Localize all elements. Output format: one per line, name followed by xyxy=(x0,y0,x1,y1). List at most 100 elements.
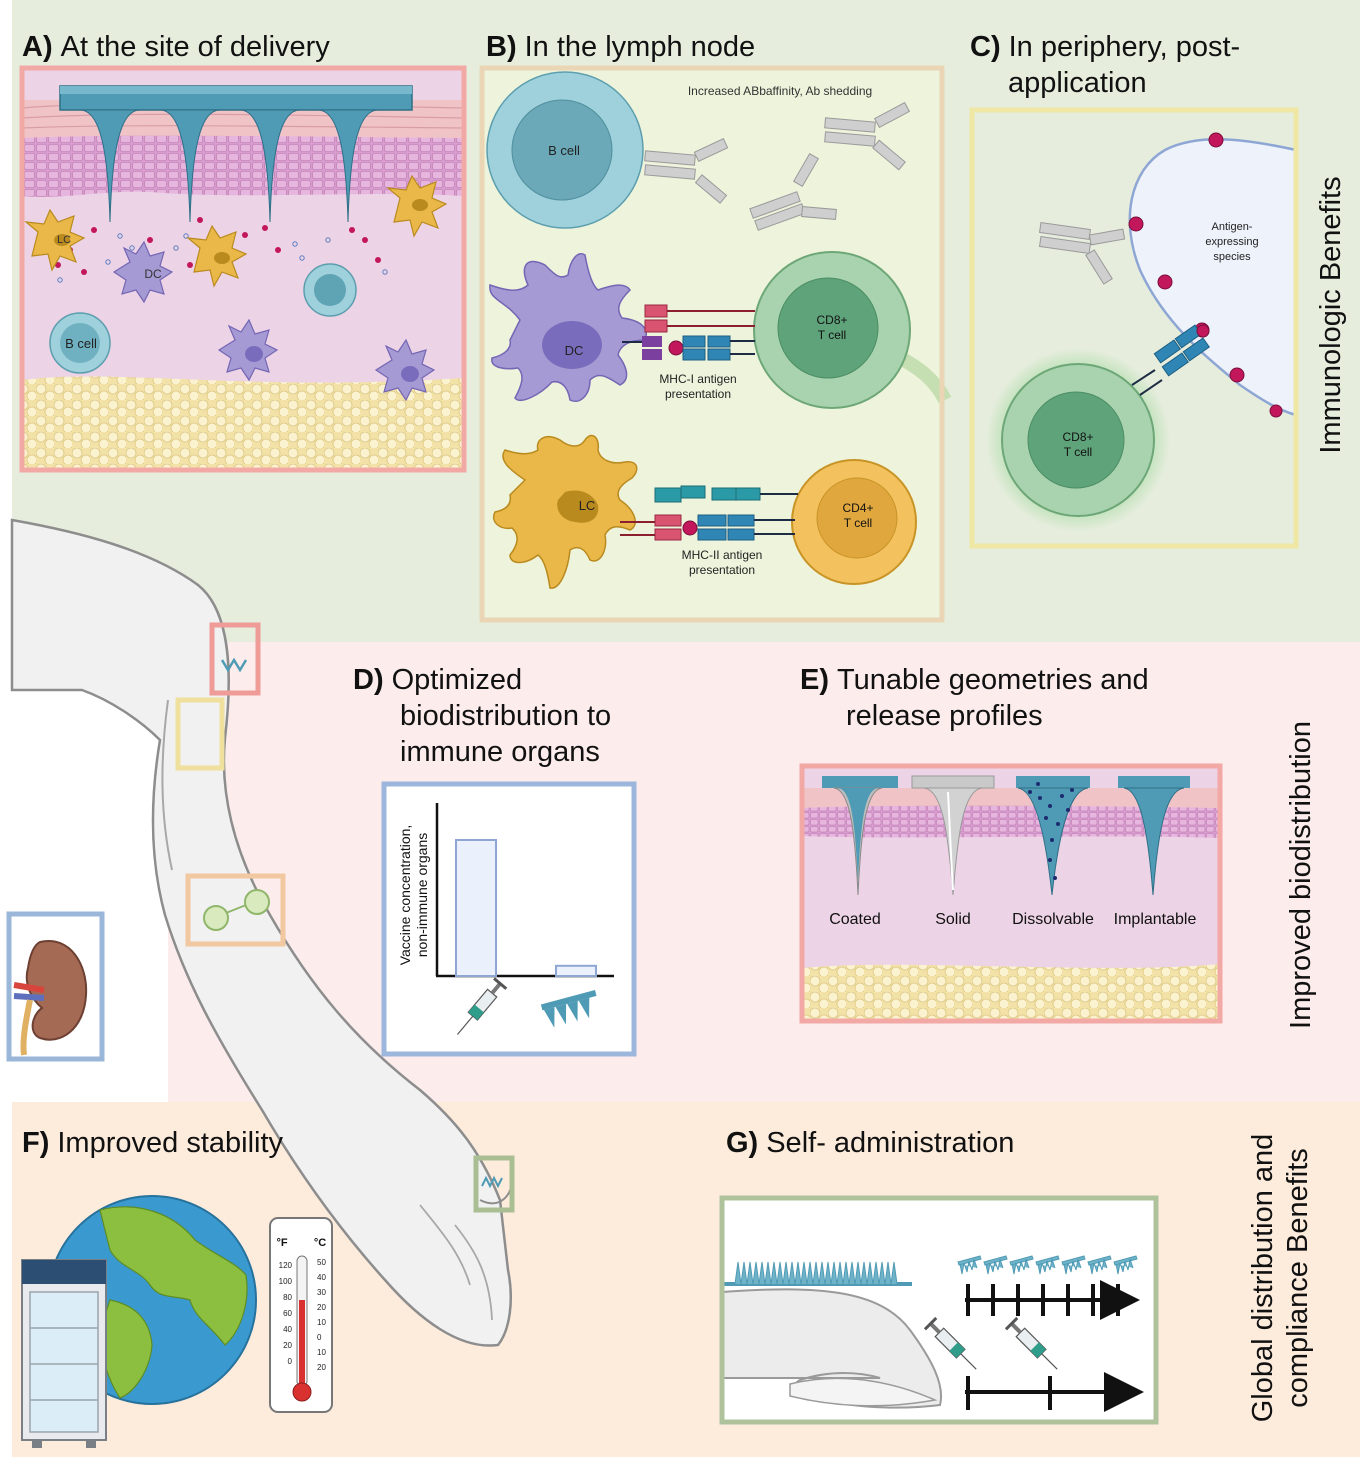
needle-dissolvable xyxy=(1016,776,1090,896)
panel-c: Antigen- expressing species CD8+ T cell xyxy=(972,110,1298,546)
svg-text:100: 100 xyxy=(279,1277,293,1286)
svg-text:10: 10 xyxy=(317,1348,326,1357)
svg-text:CD8+: CD8+ xyxy=(816,313,847,327)
panel-c-title-line2: application xyxy=(1008,67,1147,99)
panel-a-title: A)At the site of delivery xyxy=(22,31,330,63)
panel-f-title: F)Improved stability xyxy=(22,1127,284,1159)
panel-b: Increased ABbaffinity, Ab shedding B cel… xyxy=(482,68,952,620)
svg-text:T cell: T cell xyxy=(818,328,846,342)
svg-text:LC: LC xyxy=(579,498,596,513)
arm-marker-hand-patch xyxy=(473,1155,515,1213)
b-note: Increased ABbaffinity, Ab shedding xyxy=(688,84,872,98)
svg-text:species: species xyxy=(1213,251,1251,263)
syringe-icon xyxy=(456,977,508,1035)
arm-marker-delivery xyxy=(209,622,261,696)
needle-solid xyxy=(911,775,995,896)
fridge-icon xyxy=(21,1259,107,1448)
panel-d-title-line2: biodistribution to xyxy=(400,700,611,732)
arm-marker-periphery xyxy=(175,697,225,771)
panel-b-title: B)In the lymph node xyxy=(486,31,755,63)
label-coated: Coated xyxy=(829,911,881,928)
svg-text:B cell: B cell xyxy=(548,143,580,158)
svg-text:presentation: presentation xyxy=(665,387,731,401)
panel-g-title: G)Self- administration xyxy=(726,1127,1014,1159)
svg-text:120: 120 xyxy=(279,1261,293,1270)
arm-marker-lymph-node xyxy=(185,873,286,947)
panel-d-title: D)Optimized xyxy=(353,664,522,696)
bar-microneedle xyxy=(555,964,597,977)
needle-implantable xyxy=(1118,776,1190,896)
svg-text:DC: DC xyxy=(144,267,162,281)
thermo-unit-c: °C xyxy=(314,1237,326,1249)
side-label-global-line2: compliance Benefits xyxy=(1282,1148,1314,1408)
panel-c-title: C)In periphery, post- xyxy=(970,31,1240,63)
svg-text:presentation: presentation xyxy=(689,563,755,577)
thermometer-icon: °F °C 120 100 80 60 40 20 0 50 40 30 20 … xyxy=(269,1217,333,1413)
a-b-cell: B cell xyxy=(49,312,111,374)
svg-text:80: 80 xyxy=(283,1293,292,1302)
d-ylabel-line1: Vaccine concentration, xyxy=(397,825,413,966)
side-label-immunologic: Immunologic Benefits xyxy=(1315,176,1347,453)
panel-d-chart: Vaccine concentration, non-immune organs xyxy=(381,781,637,1057)
panel-e: Coated Solid Dissolvable Implantable xyxy=(802,766,1220,1021)
panel-b-frame xyxy=(479,65,945,623)
bar-needle-and-syringe xyxy=(455,839,497,977)
svg-text:CD4+: CD4+ xyxy=(842,501,873,515)
panel-a-frame xyxy=(19,65,467,473)
svg-text:CD8+: CD8+ xyxy=(1062,430,1093,444)
b-lc-cell: LC xyxy=(493,434,638,589)
patch-icons xyxy=(957,1255,1138,1275)
svg-text:20: 20 xyxy=(317,1303,326,1312)
panel-e-title-line2: release profiles xyxy=(846,700,1043,732)
needle-coated xyxy=(822,776,898,896)
label-dissolvable: Dissolvable xyxy=(1012,911,1094,928)
kidney-inset xyxy=(6,911,105,1062)
side-label-biodistribution: Improved biodistribution xyxy=(1285,721,1317,1029)
d-ylabel-line2: non-immune organs xyxy=(414,833,430,958)
svg-text:0: 0 xyxy=(288,1357,293,1366)
c-cd8-t-cell: CD8+ T cell xyxy=(1001,363,1155,517)
panel-e-title: E)Tunable geometries and xyxy=(800,664,1149,696)
antigen-label: Antigen- expressing species xyxy=(1205,221,1258,263)
svg-text:40: 40 xyxy=(283,1325,292,1334)
svg-text:50: 50 xyxy=(317,1258,326,1267)
panel-a: LC DC B cell xyxy=(21,68,465,470)
panel-g xyxy=(721,1198,1156,1422)
b-b-cell: B cell xyxy=(486,71,644,229)
panel-g-frame xyxy=(719,1195,1159,1425)
a-lc-cell: LC xyxy=(24,208,86,272)
microneedle-icon xyxy=(540,990,597,1028)
label-implantable: Implantable xyxy=(1114,911,1197,928)
svg-text:60: 60 xyxy=(283,1309,292,1318)
syringe-icon-2 xyxy=(1004,1316,1058,1370)
panel-e-frame xyxy=(799,763,1223,1024)
thermo-c-scale: 50 40 30 20 10 0 10 20 xyxy=(317,1258,326,1372)
svg-text:Antigen-: Antigen- xyxy=(1212,221,1253,233)
svg-text:MHC-II antigen: MHC-II antigen xyxy=(682,548,763,562)
a-dc-cell: DC xyxy=(112,240,174,304)
syringe-icon-1 xyxy=(923,1316,977,1370)
panel-c-frame xyxy=(969,107,1299,549)
microneedle-array xyxy=(59,85,413,223)
label-solid: Solid xyxy=(935,911,971,928)
b-cd4-t-cell: CD4+ T cell xyxy=(791,459,917,585)
svg-text:MHC-I antigen: MHC-I antigen xyxy=(659,372,736,386)
svg-text:LC: LC xyxy=(57,234,71,246)
b-dc-cell: DC xyxy=(489,253,647,402)
svg-text:expressing: expressing xyxy=(1205,236,1258,248)
svg-text:20: 20 xyxy=(283,1341,292,1350)
mhc-ii-complex: MHC-II antigen presentation xyxy=(620,485,798,577)
svg-text:B cell: B cell xyxy=(65,336,97,351)
panel-d-title-line3: immune organs xyxy=(400,736,600,768)
svg-text:T cell: T cell xyxy=(1064,445,1092,459)
thermo-f-scale: 120 100 80 60 40 20 0 xyxy=(279,1261,293,1366)
svg-text:DC: DC xyxy=(565,343,584,358)
svg-text:30: 30 xyxy=(317,1288,326,1297)
svg-text:T cell: T cell xyxy=(844,516,872,530)
svg-text:0: 0 xyxy=(317,1333,322,1342)
mhc-i-complex: MHC-I antigen presentation xyxy=(622,304,755,401)
svg-text:10: 10 xyxy=(317,1318,326,1327)
svg-text:40: 40 xyxy=(317,1273,326,1282)
